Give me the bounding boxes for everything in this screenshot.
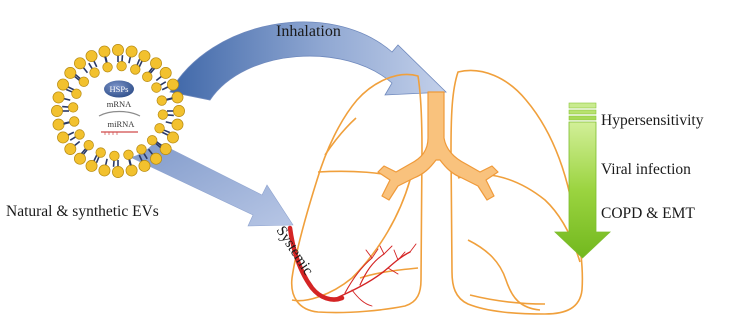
hsps-label: HSPs: [110, 84, 129, 94]
lipid-head-outer: [86, 50, 97, 61]
vessel-branch-5: [352, 290, 372, 306]
lipid-head-outer: [53, 92, 64, 103]
lipid-head-outer: [112, 44, 123, 55]
outcome-copd-emt: COPD & EMT: [601, 206, 695, 222]
lipid-head-outer: [53, 119, 64, 130]
right-lung-fissure: [458, 174, 580, 262]
lipid-head-inner: [157, 96, 167, 106]
natural-synthetic-evs-label: Natural & synthetic EVs: [6, 204, 159, 220]
lipid-head-outer: [150, 58, 161, 69]
lipid-head-inner: [152, 83, 162, 93]
lipid-head-outer: [126, 46, 137, 57]
lipid-head-outer: [74, 153, 85, 164]
lipid-head-inner: [124, 150, 134, 160]
lipid-head-inner: [158, 110, 168, 120]
lipid-head-outer: [126, 165, 137, 176]
lipid-head-outer: [167, 132, 178, 143]
lipid-head-inner: [68, 103, 78, 113]
lipid-head-inner: [117, 61, 127, 71]
lipid-head-outer: [173, 105, 184, 116]
lipid-head-outer: [167, 79, 178, 90]
lipid-head-outer: [160, 67, 171, 78]
lipid-head-inner: [84, 140, 94, 150]
lipid-head-inner: [96, 148, 106, 158]
mrna-label: mRNA: [107, 99, 132, 109]
lipid-head-outer: [139, 50, 150, 61]
lipid-head-inner: [69, 117, 79, 127]
lipid-head-inner: [137, 145, 147, 155]
lipid-head-outer: [160, 143, 171, 154]
right-lung: [451, 70, 582, 314]
systemic-label: Systemic: [273, 223, 317, 278]
lipid-head-inner: [110, 151, 120, 161]
lipid-head-outer: [150, 153, 161, 164]
lipid-head-outer: [65, 67, 76, 78]
lipid-head-outer: [99, 165, 110, 176]
lipid-head-inner: [142, 72, 152, 82]
lipid-head-outer: [57, 79, 68, 90]
lipid-head-outer: [99, 46, 110, 57]
lipid-head-inner: [103, 62, 113, 72]
mirna-label: miRNA: [108, 119, 136, 129]
lipid-head-outer: [139, 160, 150, 171]
outcome-hypersensitivity: Hypersensitivity: [601, 113, 703, 129]
lipid-head-inner: [130, 65, 140, 75]
lipid-head-inner: [90, 68, 100, 78]
lipid-head-outer: [86, 160, 97, 171]
lipid-head-outer: [172, 92, 183, 103]
lipid-head-outer: [74, 58, 85, 69]
lipid-head-outer: [172, 119, 183, 130]
lipid-head-inner: [147, 135, 157, 145]
lipid-head-outer: [51, 105, 62, 116]
lipid-head-inner: [79, 77, 89, 87]
right-lung-lower-contour: [468, 240, 540, 310]
lipid-head-inner: [72, 89, 82, 99]
right-lung-base-line: [470, 295, 545, 304]
outcome-viral-infection: Viral infection: [601, 162, 691, 178]
inhalation-label: Inhalation: [276, 24, 341, 40]
lipid-head-outer: [65, 143, 76, 154]
lipid-head-inner: [155, 123, 165, 133]
lipid-head-outer: [57, 132, 68, 143]
lipid-head-inner: [75, 130, 85, 140]
trachea: [378, 92, 498, 200]
lipid-head-outer: [112, 166, 123, 177]
left-lung: [292, 74, 422, 312]
